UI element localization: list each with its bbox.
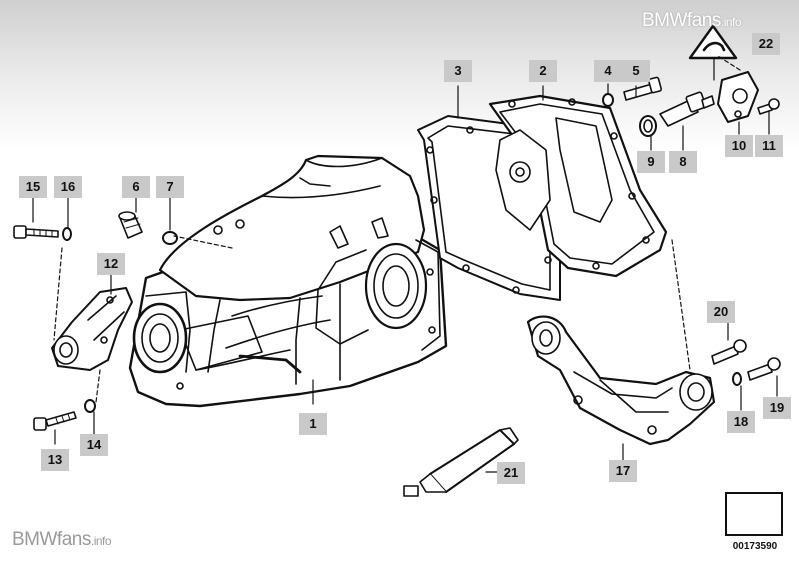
- part-tag-19[interactable]: 19: [763, 397, 791, 419]
- part-tag-10[interactable]: 10: [725, 135, 753, 157]
- o-ring-9[interactable]: [639, 115, 657, 137]
- leader-lines: [32, 55, 778, 473]
- label-22[interactable]: [688, 24, 738, 60]
- part-tag-12[interactable]: 12: [97, 253, 125, 275]
- washer-16[interactable]: [62, 227, 72, 241]
- sealing-washer-4[interactable]: [602, 93, 614, 107]
- bolt-19[interactable]: [747, 357, 781, 381]
- reference-box: [725, 492, 783, 536]
- part-tag-17[interactable]: 17: [609, 460, 637, 482]
- bracket-10[interactable]: [717, 71, 759, 123]
- part-tag-21[interactable]: 21: [497, 462, 525, 484]
- watermark-top: BMWfans.info: [642, 10, 742, 31]
- support-arm-17[interactable]: [526, 315, 716, 446]
- part-tag-4[interactable]: 4: [594, 60, 622, 82]
- part-tag-16[interactable]: 16: [54, 176, 82, 198]
- part-tag-1[interactable]: 1: [299, 413, 327, 435]
- differential-housing[interactable]: [128, 154, 448, 408]
- part-tag-22[interactable]: 22: [752, 33, 780, 55]
- part-tag-9[interactable]: 9: [637, 151, 665, 173]
- part-tag-11[interactable]: 11: [755, 135, 783, 157]
- sensor-8[interactable]: [659, 91, 715, 127]
- watermark-bottom: BMWfans.info: [12, 529, 112, 550]
- differential-cover[interactable]: [488, 94, 668, 278]
- plug-6[interactable]: [118, 211, 143, 239]
- bolt-20[interactable]: [711, 339, 747, 365]
- seal-ring-7[interactable]: [162, 231, 178, 245]
- bolt-15[interactable]: [13, 225, 59, 239]
- sealant-tube-21[interactable]: [403, 427, 519, 497]
- part-tag-15[interactable]: 15: [19, 176, 47, 198]
- part-tag-13[interactable]: 13: [41, 449, 69, 471]
- part-tag-2[interactable]: 2: [529, 60, 557, 82]
- washer-14[interactable]: [84, 399, 96, 413]
- screw-11[interactable]: [757, 98, 780, 115]
- mount-12[interactable]: [51, 287, 133, 371]
- part-tag-6[interactable]: 6: [122, 176, 150, 198]
- bolt-5[interactable]: [623, 76, 662, 101]
- bolt-13[interactable]: [33, 411, 77, 431]
- part-tag-3[interactable]: 3: [444, 60, 472, 82]
- part-tag-14[interactable]: 14: [80, 434, 108, 456]
- part-tag-7[interactable]: 7: [156, 176, 184, 198]
- washer-18[interactable]: [732, 372, 742, 386]
- part-tag-18[interactable]: 18: [727, 411, 755, 433]
- part-tag-8[interactable]: 8: [669, 151, 697, 173]
- part-tag-20[interactable]: 20: [707, 301, 735, 323]
- part-tag-5[interactable]: 5: [622, 60, 650, 82]
- diagram-number: 00173590: [732, 541, 778, 552]
